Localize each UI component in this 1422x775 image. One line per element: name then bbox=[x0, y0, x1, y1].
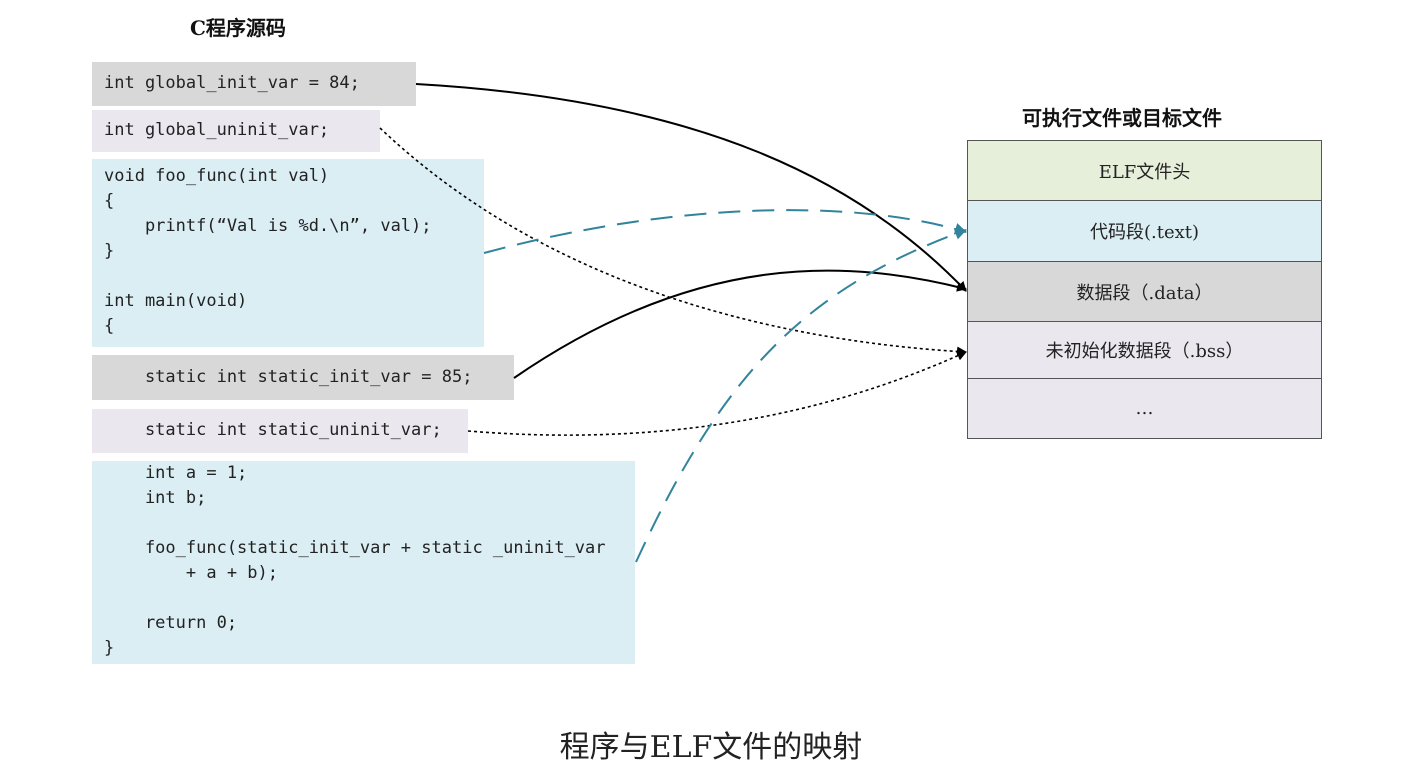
segment-data-label: 数据段（.data） bbox=[1076, 282, 1213, 304]
code-global-init-var: int global_init_var = 84; bbox=[92, 62, 416, 106]
code-global-uninit-var: int global_uninit_var; bbox=[92, 110, 380, 152]
segment-elf-header-label: ELF文件头 bbox=[1098, 161, 1191, 183]
code-static-init-var: static int static_init_var = 85; bbox=[92, 355, 514, 400]
arrow-static-uninit-to-bss bbox=[467, 351, 967, 436]
source-code-title: C程序源码 bbox=[190, 16, 286, 40]
segment-more-label: … bbox=[1135, 398, 1154, 419]
arrow-main-body-to-text bbox=[635, 228, 967, 563]
segment-bss: 未初始化数据段（.bss） bbox=[967, 321, 1322, 379]
arrow-foo-func-to-text bbox=[483, 209, 967, 254]
arrow-global-init-to-data bbox=[415, 83, 967, 292]
arrow-static-init-to-data bbox=[513, 269, 967, 379]
figure-caption: 程序与ELF文件的映射 bbox=[559, 730, 863, 765]
segment-more: … bbox=[967, 378, 1322, 439]
code-static-uninit-var: static int static_uninit_var; bbox=[92, 409, 468, 453]
segment-data: 数据段（.data） bbox=[967, 261, 1322, 322]
segment-bss-label: 未初始化数据段（.bss） bbox=[1045, 341, 1244, 362]
segment-text: 代码段(.text) bbox=[967, 200, 1322, 262]
arrow-global-uninit-to-bss bbox=[379, 127, 967, 357]
segment-text-label: 代码段(.text) bbox=[1089, 222, 1200, 243]
elf-file-title: 可执行文件或目标文件 bbox=[1022, 106, 1222, 130]
code-foo-func-and-main: void foo_func(int val) { printf(“Val is … bbox=[92, 159, 484, 347]
code-main-body: int a = 1; int b; foo_func(static_init_v… bbox=[92, 461, 635, 664]
